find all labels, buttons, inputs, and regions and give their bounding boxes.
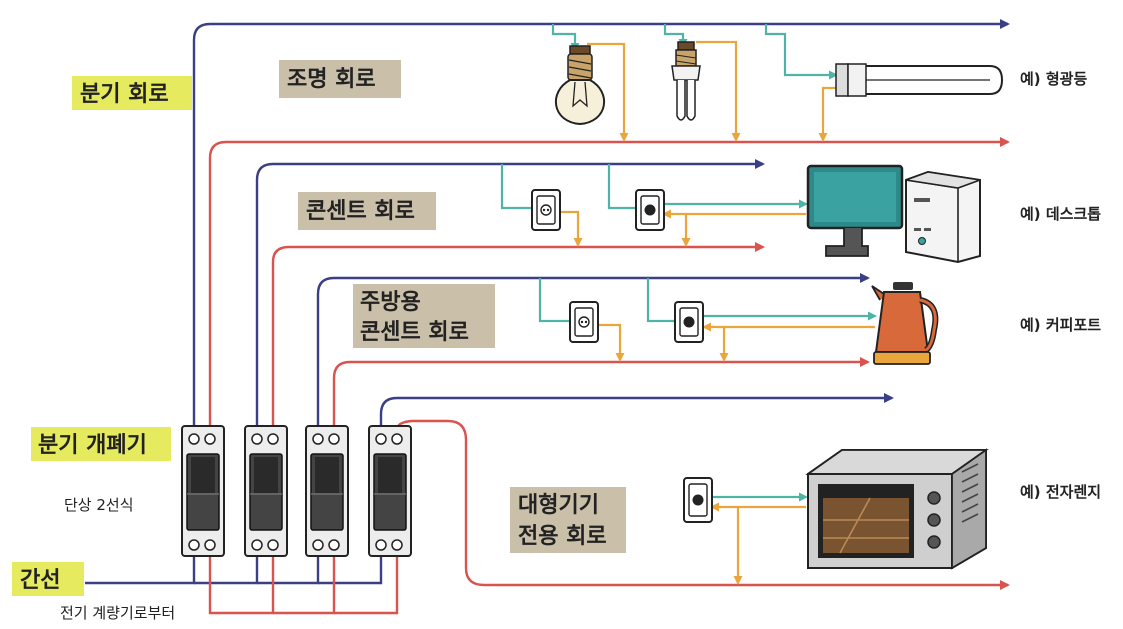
wire-outlet-hot bbox=[255, 159, 765, 430]
wire-lighting-hot bbox=[192, 19, 1010, 430]
label-outlet-circuit: 콘센트 회로 bbox=[298, 192, 436, 230]
cfl-bulb-icon bbox=[671, 41, 701, 121]
svg-text:분기 개폐기: 분기 개폐기 bbox=[38, 433, 147, 458]
kitchen-taps bbox=[538, 278, 877, 362]
svg-text:분기 회로: 분기 회로 bbox=[80, 82, 169, 107]
breaker-4[interactable] bbox=[368, 425, 412, 557]
outlet-icon bbox=[531, 189, 561, 231]
outlet-icon bbox=[569, 301, 599, 343]
breaker-3[interactable] bbox=[305, 425, 349, 557]
wire-kitchen-hot bbox=[316, 273, 870, 430]
outlet-icon bbox=[635, 189, 665, 231]
label-from-meter: 전기 계량기로부터 bbox=[60, 604, 175, 622]
label-branch-circuit: 분기 회로 bbox=[72, 76, 192, 110]
label-lighting-circuit: 조명 회로 bbox=[279, 60, 401, 98]
label-large-appliance-circuit: 대형기기 전용 회로 bbox=[510, 487, 626, 553]
kettle-icon bbox=[871, 282, 939, 365]
svg-text:콘센트 회로: 콘센트 회로 bbox=[306, 199, 415, 224]
label-branch-breaker: 분기 개폐기 bbox=[31, 427, 171, 461]
label-kitchen-outlet-circuit: 주방용 콘센트 회로 bbox=[353, 284, 495, 348]
pc-tower-icon bbox=[905, 170, 981, 264]
wire-dedicated-neutral bbox=[395, 419, 1010, 590]
svg-text:콘센트 회로: 콘센트 회로 bbox=[360, 320, 469, 345]
svg-text:전용 회로: 전용 회로 bbox=[518, 524, 607, 549]
example-microwave: 예) 전자렌지 bbox=[1020, 483, 1101, 501]
dedicated-taps bbox=[706, 492, 808, 585]
wire-kitchen-neutral bbox=[332, 357, 870, 430]
breaker-2[interactable] bbox=[244, 425, 288, 557]
lighting-taps bbox=[551, 24, 838, 142]
monitor-icon bbox=[806, 164, 904, 257]
example-desktop: 예) 데스크톱 bbox=[1020, 205, 1101, 223]
label-main-line: 간선 bbox=[12, 562, 84, 596]
svg-text:주방용: 주방용 bbox=[360, 290, 421, 315]
svg-text:간선: 간선 bbox=[20, 568, 60, 593]
outlet-icon bbox=[683, 477, 713, 523]
outlet-icon bbox=[674, 301, 704, 343]
fluorescent-tube-icon bbox=[835, 63, 1004, 97]
example-fluorescent: 예) 형광등 bbox=[1020, 70, 1087, 88]
wire-lighting-neutral bbox=[208, 137, 1010, 430]
label-single-phase: 단상 2선식 bbox=[64, 496, 134, 514]
outlet-taps bbox=[500, 164, 808, 247]
wire-outlet-neutral bbox=[271, 242, 765, 430]
svg-text:조명 회로: 조명 회로 bbox=[287, 67, 376, 92]
microwave-oven-icon bbox=[805, 448, 989, 570]
breaker-1[interactable] bbox=[181, 425, 225, 557]
feeder-lines bbox=[85, 552, 399, 615]
incandescent-bulb-icon bbox=[554, 45, 606, 126]
wire-dedicated-hot bbox=[379, 393, 894, 430]
svg-text:대형기기: 대형기기 bbox=[518, 493, 599, 518]
example-coffee-pot: 예) 커피포트 bbox=[1020, 316, 1101, 334]
